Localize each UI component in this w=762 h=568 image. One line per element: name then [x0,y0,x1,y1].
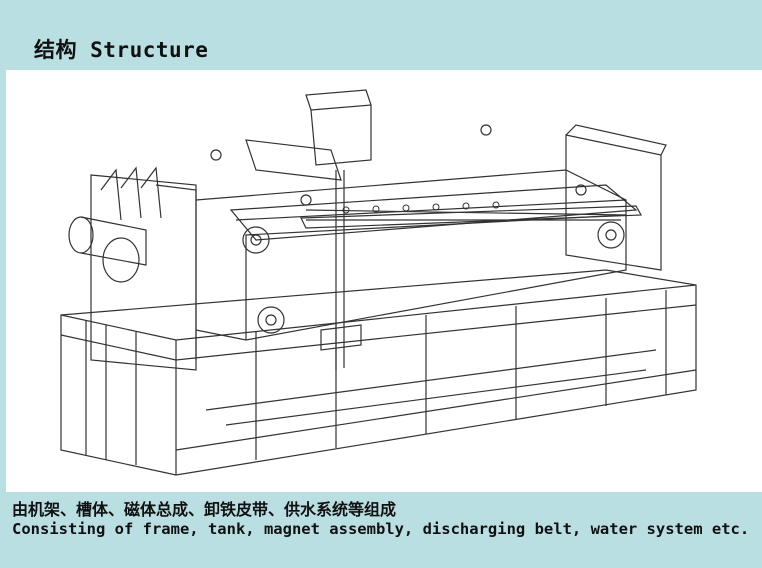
figure-panel [6,70,762,492]
caption-english: Consisting of frame, tank, magnet assemb… [12,520,750,538]
page-title: 结构 Structure [34,38,209,62]
caption-chinese: 由机架、槽体、磁体总成、卸铁皮带、供水系统等组成 [12,500,397,519]
magnetic-separator-drawing-icon [60,89,697,476]
